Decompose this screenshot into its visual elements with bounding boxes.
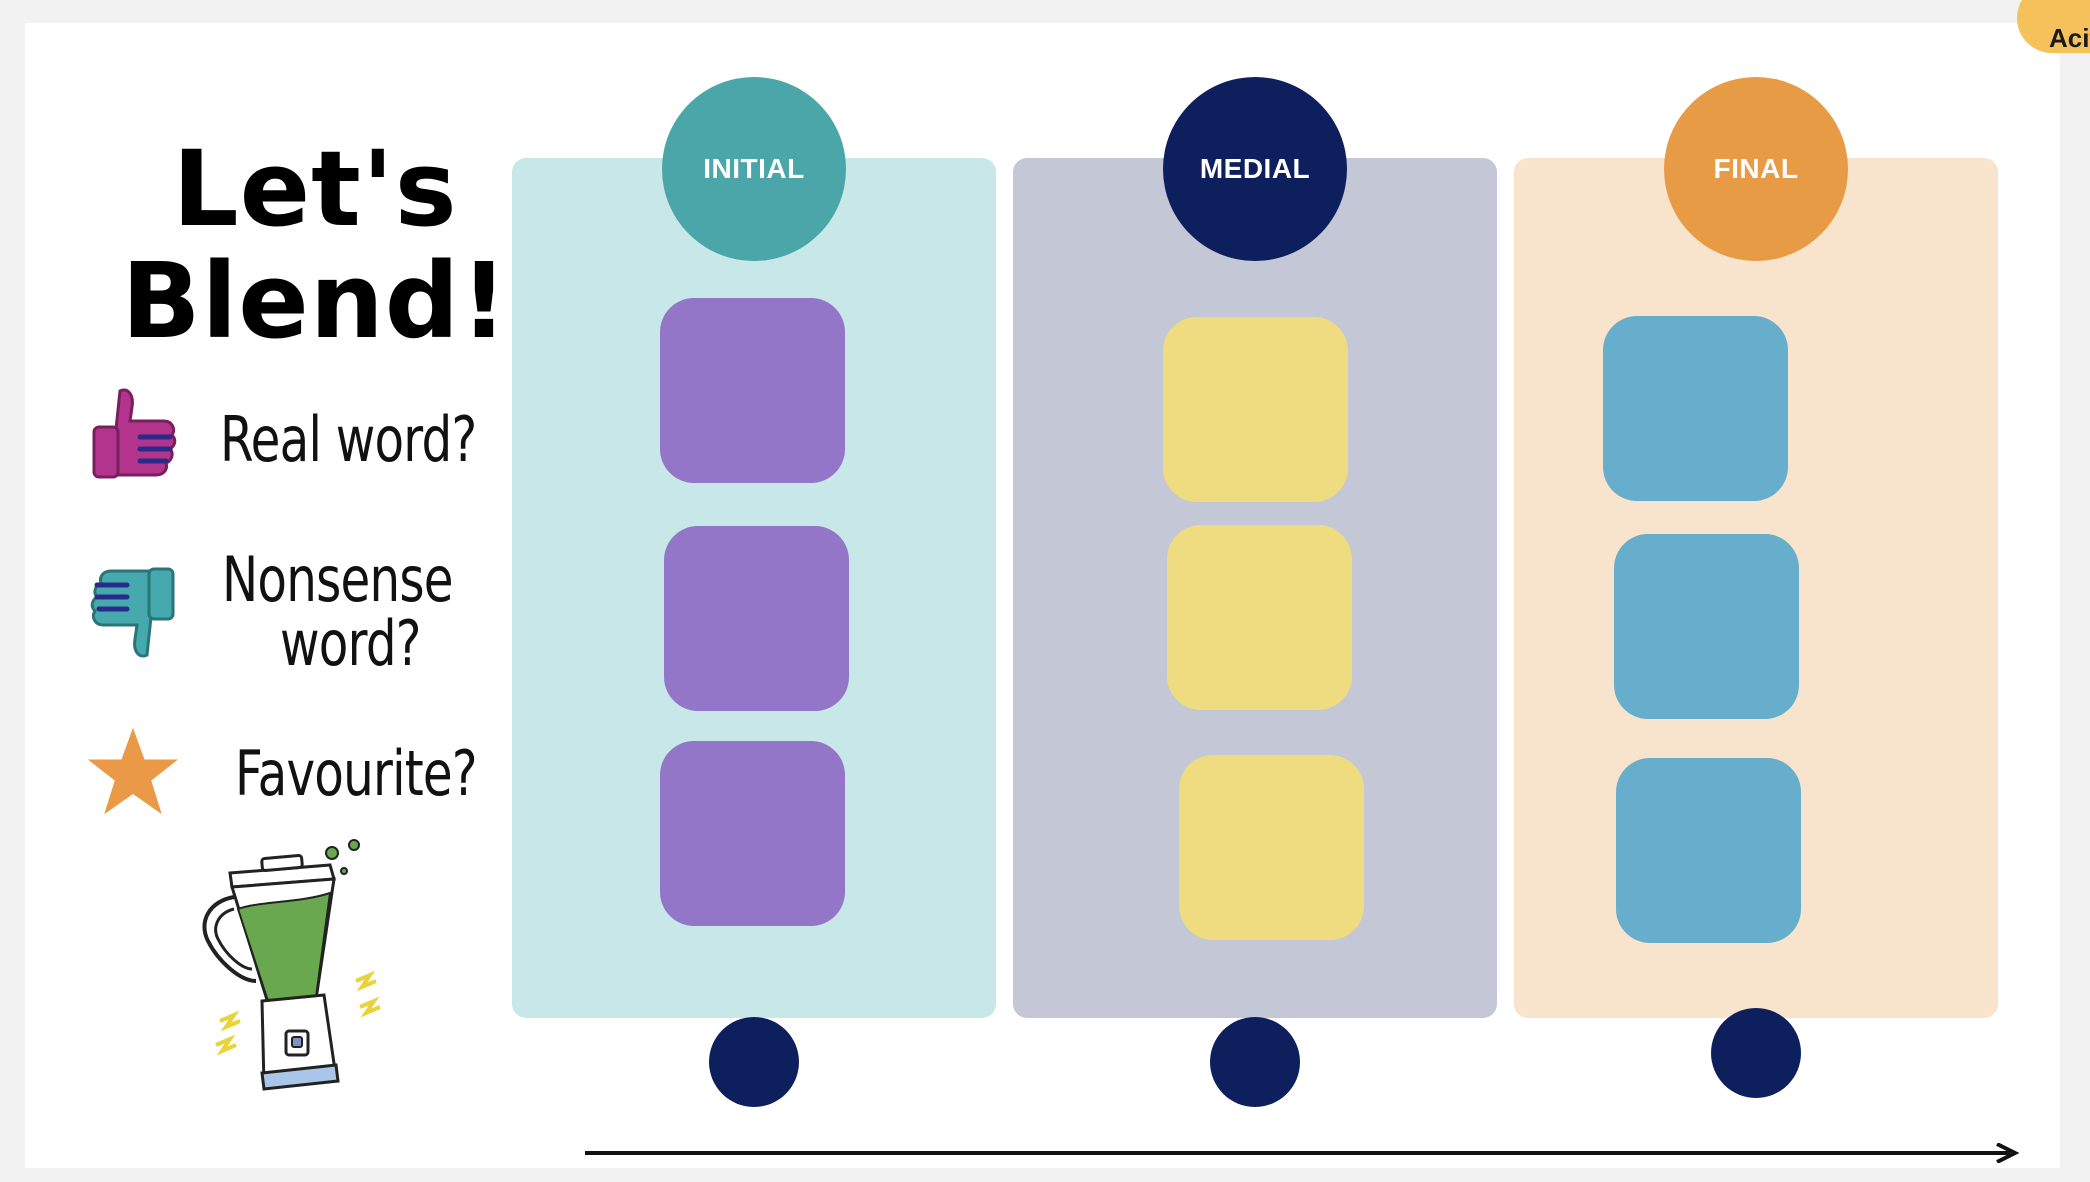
legend-label-nonsense: Nonsense xyxy=(222,543,454,616)
letter-tile-final-1[interactable] xyxy=(1603,316,1788,501)
legend-label-real-word: Real word? xyxy=(220,403,477,476)
legend-label-favourite: Favourite? xyxy=(235,737,478,810)
letter-tile-initial-1[interactable] xyxy=(660,298,845,483)
letter-tile-initial-3[interactable] xyxy=(660,741,845,926)
letter-tile-medial-3[interactable] xyxy=(1179,755,1364,940)
letter-tile-final-3[interactable] xyxy=(1616,758,1801,943)
letter-tile-initial-2[interactable] xyxy=(664,526,849,711)
column-label-initial: INITIAL xyxy=(703,153,805,184)
sound-dot-medial[interactable] xyxy=(1210,1017,1300,1107)
sound-dot-initial[interactable] xyxy=(709,1017,799,1107)
column-header-medial: MEDIAL xyxy=(1163,77,1347,261)
blend-arrow xyxy=(585,1143,2020,1163)
column-label-final: FINAL xyxy=(1713,153,1799,184)
thumbs-up-icon xyxy=(92,388,177,479)
star-icon xyxy=(87,727,179,815)
slide-canvas: Acit Let's Blend! Real word? Nonsense wo… xyxy=(25,0,2090,1168)
blender-illustration xyxy=(202,839,381,1091)
legend-label-word: word? xyxy=(280,607,421,680)
letter-tile-final-2[interactable] xyxy=(1614,534,1799,719)
letter-tile-medial-1[interactable] xyxy=(1163,317,1348,502)
title-line-2: Blend! xyxy=(121,240,509,362)
activity-badge-label: Acit xyxy=(2049,23,2090,53)
activity-badge[interactable]: Acit xyxy=(2017,0,2090,53)
title-line-1: Let's xyxy=(172,128,458,250)
column-label-medial: MEDIAL xyxy=(1199,153,1311,184)
letter-tile-medial-2[interactable] xyxy=(1167,525,1352,710)
thumbs-down-icon xyxy=(90,567,175,658)
column-header-initial: INITIAL xyxy=(662,77,846,261)
sound-dot-final[interactable] xyxy=(1711,1008,1801,1098)
page-title: Let's Blend! xyxy=(115,133,515,357)
column-header-final: FINAL xyxy=(1664,77,1848,261)
